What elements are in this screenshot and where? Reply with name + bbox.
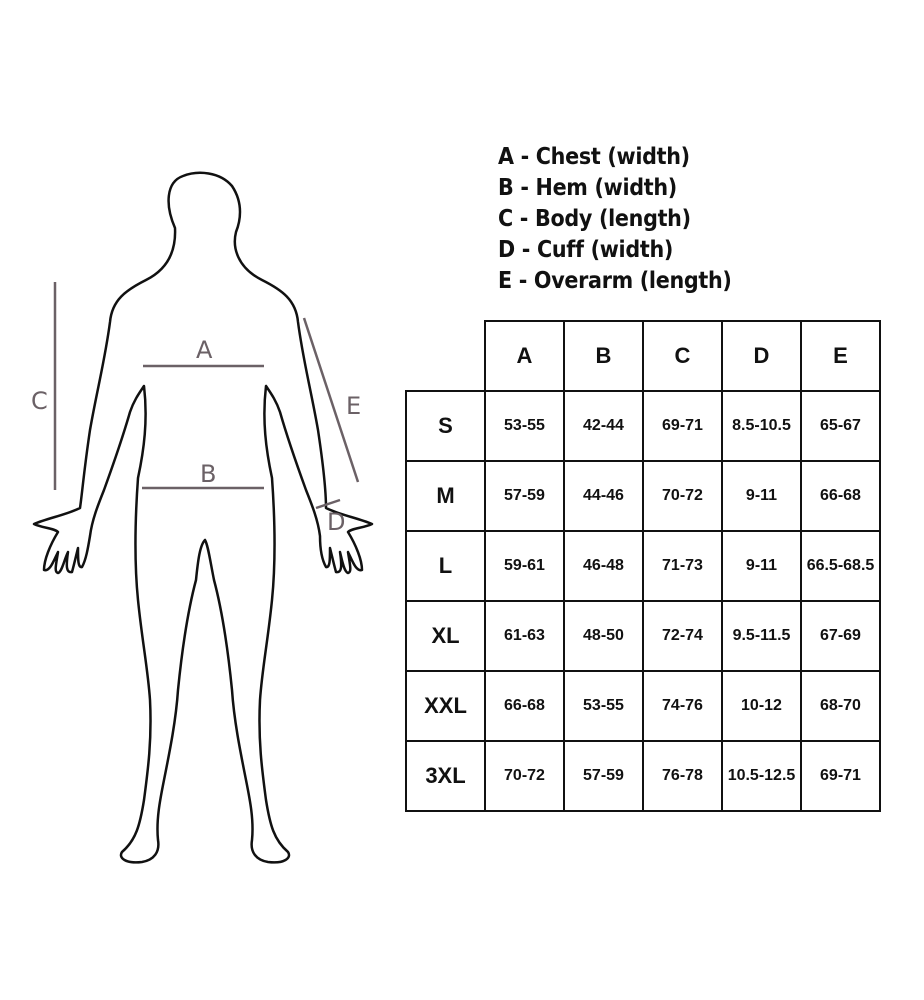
size-label: XXL (405, 670, 486, 742)
measure-d-line (315, 498, 341, 510)
measurement-legend: A - Chest (width) B - Hem (width) C - Bo… (498, 142, 732, 297)
measure-c-label: C (31, 387, 48, 415)
column-header: B (563, 320, 644, 392)
table-cell: 61-63 (484, 600, 565, 672)
size-label: XL (405, 600, 486, 672)
table-cell: 9-11 (721, 460, 802, 532)
table-cell: 59-61 (484, 530, 565, 602)
legend-item-c: C - Body (length) (498, 206, 691, 232)
body-outline (32, 171, 374, 864)
table-row: XXL 66-68 53-55 74-76 10-12 68-70 (405, 670, 881, 742)
table-row: 3XL 70-72 57-59 76-78 10.5-12.5 69-71 (405, 740, 881, 812)
table-cell: 74-76 (642, 670, 723, 742)
legend-item-d: D - Cuff (width) (498, 237, 674, 263)
body-measurement-figure: A B C D E (31, 171, 374, 864)
table-cell: 69-71 (800, 740, 881, 812)
table-cell: 67-69 (800, 600, 881, 672)
legend-item-a: A - Chest (width) (498, 144, 690, 170)
column-header: C (642, 320, 723, 392)
table-cell: 69-71 (642, 390, 723, 462)
legend-item-e: E - Overarm (length) (498, 268, 732, 294)
measure-e-line (302, 317, 360, 483)
table-cell: 57-59 (563, 740, 644, 812)
table-cell: 44-46 (563, 460, 644, 532)
table-cell: 9-11 (721, 530, 802, 602)
column-header: A (484, 320, 565, 392)
measure-b-label: B (200, 460, 216, 488)
table-cell: 42-44 (563, 390, 644, 462)
table-cell: 66-68 (484, 670, 565, 742)
table-cell: 65-67 (800, 390, 881, 462)
table-row: M 57-59 44-46 70-72 9-11 66-68 (405, 460, 881, 532)
table-cell: 68-70 (800, 670, 881, 742)
size-chart-table: A B C D E S 53-55 42-44 69-71 8.5-10.5 6… (405, 320, 881, 812)
table-cell: 76-78 (642, 740, 723, 812)
table-cell: 57-59 (484, 460, 565, 532)
table-cell: 53-55 (563, 670, 644, 742)
size-label: 3XL (405, 740, 486, 812)
measure-e-label: E (346, 392, 361, 420)
table-cell: 10.5-12.5 (721, 740, 802, 812)
table-cell: 8.5-10.5 (721, 390, 802, 462)
table-row: L 59-61 46-48 71-73 9-11 66.5-68.5 (405, 530, 881, 602)
table-row: XL 61-63 48-50 72-74 9.5-11.5 67-69 (405, 600, 881, 672)
measure-a-label: A (196, 336, 213, 364)
table-cell: 46-48 (563, 530, 644, 602)
table-cell: 10-12 (721, 670, 802, 742)
column-header: D (721, 320, 802, 392)
table-cell: 53-55 (484, 390, 565, 462)
column-header: E (800, 320, 881, 392)
table-row: S 53-55 42-44 69-71 8.5-10.5 65-67 (405, 390, 881, 462)
table-cell: 71-73 (642, 530, 723, 602)
table-cell: 66-68 (800, 460, 881, 532)
size-label: M (405, 460, 486, 532)
table-cell: 66.5-68.5 (800, 530, 881, 602)
table-cell: 70-72 (484, 740, 565, 812)
table-cell: 9.5-11.5 (721, 600, 802, 672)
legend-item-b: B - Hem (width) (498, 175, 677, 201)
table-corner (406, 321, 486, 392)
table-header-row: A B C D E (406, 320, 881, 392)
table-cell: 72-74 (642, 600, 723, 672)
size-label: L (405, 530, 486, 602)
measure-d-label: D (327, 508, 345, 536)
size-label: S (405, 390, 486, 462)
table-cell: 48-50 (563, 600, 644, 672)
table-cell: 70-72 (642, 460, 723, 532)
